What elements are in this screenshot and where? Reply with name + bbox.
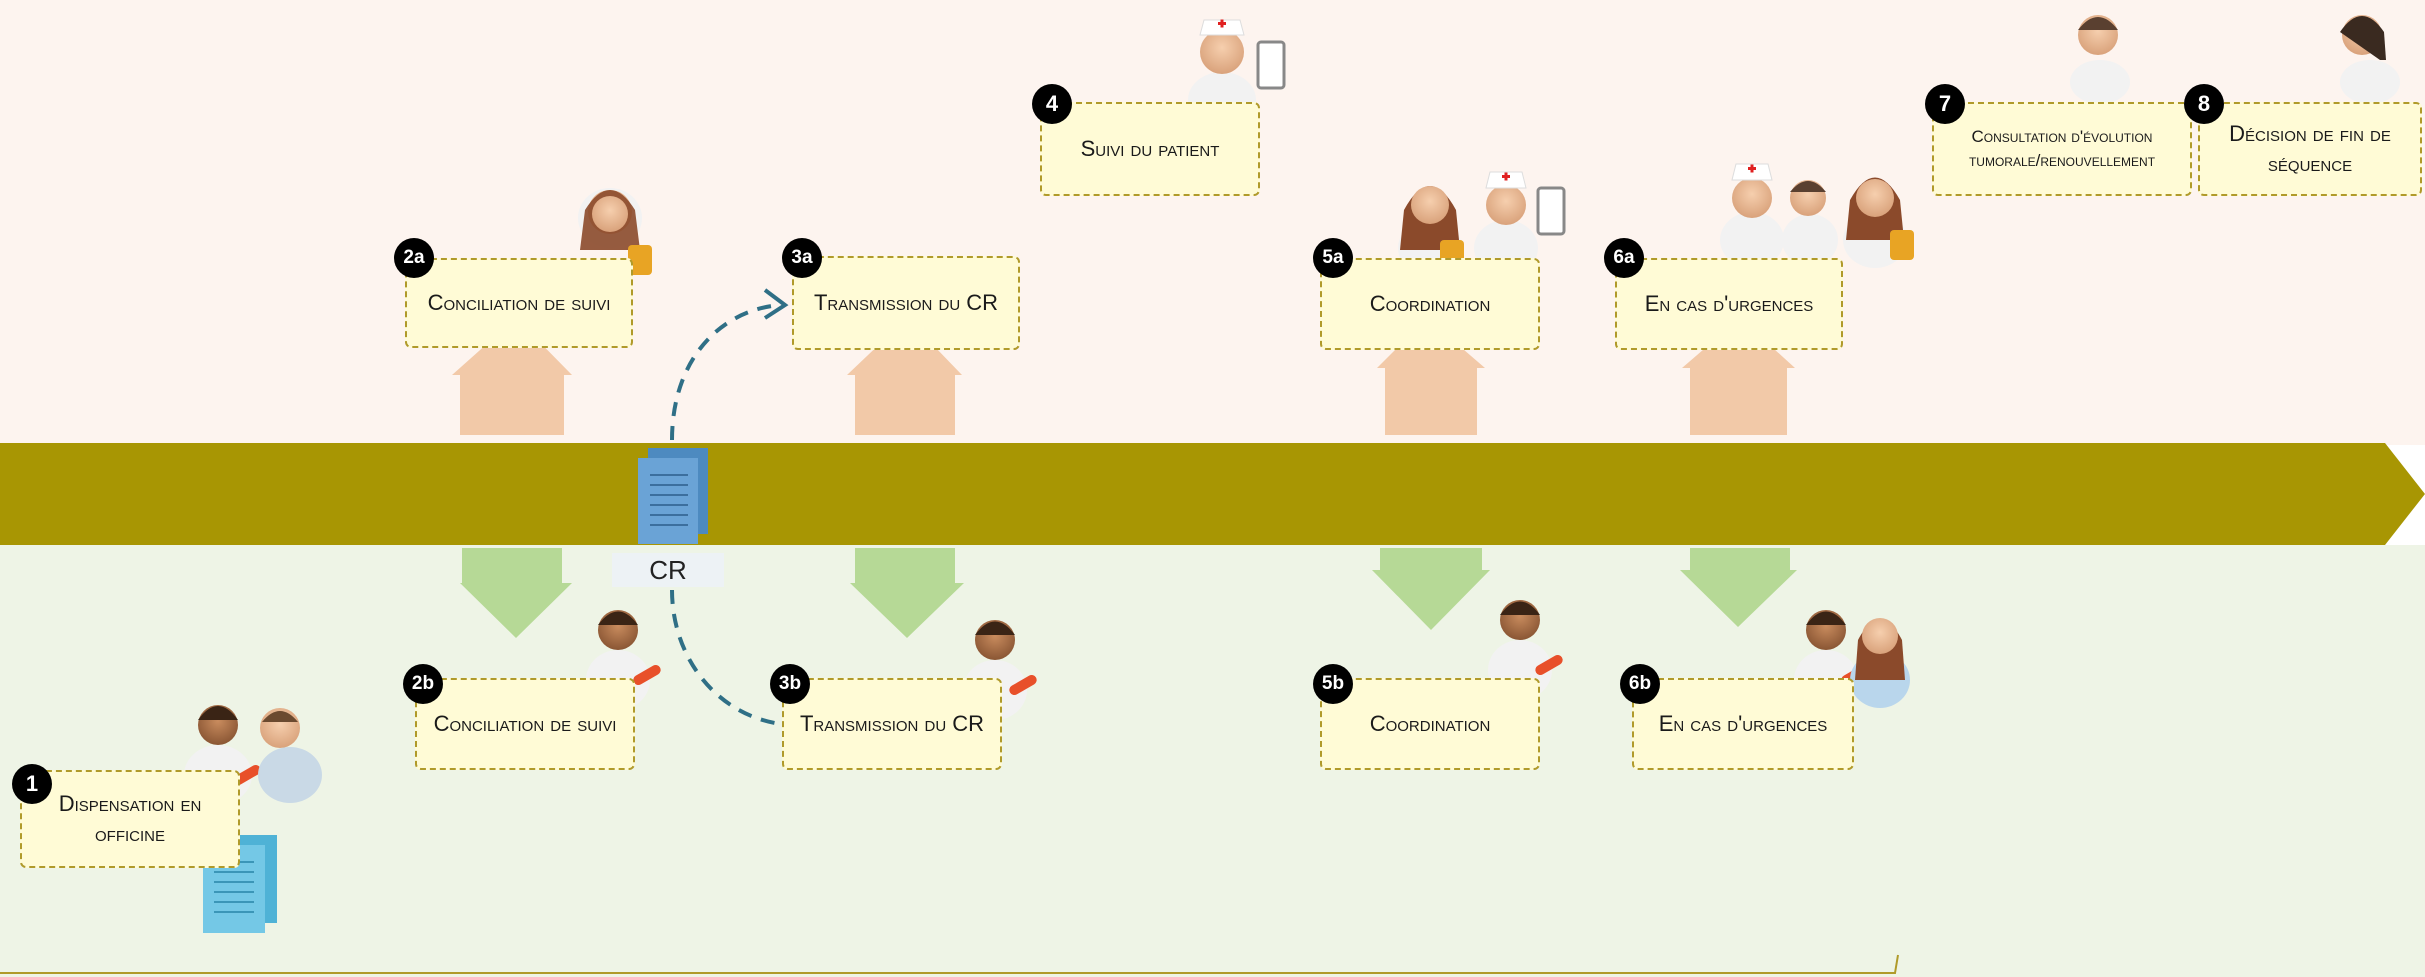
step-box-6a: En cas d'urgences (1615, 258, 1843, 350)
step-box-7: Consultation d'évolution tumorale/renouv… (1932, 102, 2192, 196)
step-badge-3b: 3b (770, 664, 810, 704)
step-badge-2a: 2a (394, 238, 434, 278)
doctor-icon (1782, 180, 1838, 266)
community-zone-background (0, 545, 2425, 977)
step-label-8: Décision de fin de séquence (2229, 121, 2391, 176)
step-badge-4: 4 (1032, 84, 1072, 124)
timeline-arrow (0, 443, 2425, 545)
step-label-7: Consultation d'évolution tumorale/renouv… (1968, 127, 2156, 170)
flow-up-path (670, 303, 781, 441)
step-badge-7: 7 (1925, 84, 1965, 124)
phone-icon (1536, 186, 1566, 236)
document-label: CR (612, 553, 724, 587)
step-badge-5b: 5b (1313, 664, 1353, 704)
doctor-icon (1850, 618, 1910, 708)
down-arrow-3b (850, 548, 964, 638)
step-box-3b: Transmission du CR (782, 678, 1002, 770)
step-label-5b: Coordination (1369, 711, 1491, 736)
phone-icon (1256, 40, 1286, 90)
step-label-6a: En cas d'urgences (1644, 291, 1814, 316)
step-badge-2b: 2b (403, 664, 443, 704)
step-label-3b: Transmission du CR (799, 711, 985, 736)
step-label-4: Suivi du patient (1080, 136, 1220, 161)
patient-icon (258, 708, 322, 803)
step-box-5b: Coordination (1320, 678, 1540, 770)
step-box-5a: Coordination (1320, 258, 1540, 350)
step-badge-1: 1 (12, 764, 52, 804)
step-label-3a: Transmission du CR (813, 290, 999, 315)
doctor-icon (2340, 15, 2400, 104)
step-box-2a: Conciliation de suivi (405, 258, 633, 348)
pharmacist-icon (1843, 177, 1914, 268)
step-box-8: Décision de fin de séquence (2198, 102, 2422, 196)
step-box-2b: Conciliation de suivi (415, 678, 635, 770)
down-arrow-6b (1680, 548, 1797, 627)
bottom-bracket (0, 954, 1899, 974)
step-badge-6b: 6b (1620, 664, 1660, 704)
step-label-2b: Conciliation de suivi (433, 711, 617, 736)
step-badge-8: 8 (2184, 84, 2224, 124)
step-label-6b: En cas d'urgences (1658, 711, 1828, 736)
step-label-2a: Conciliation de suivi (427, 290, 611, 315)
step-badge-5a: 5a (1313, 238, 1353, 278)
down-arrow-2b (460, 548, 572, 638)
step-badge-6a: 6a (1604, 238, 1644, 278)
step-label-5a: Coordination (1369, 291, 1491, 316)
document-icon (638, 448, 708, 544)
flow-down-path (670, 589, 791, 727)
nurse-icon (1720, 163, 1784, 268)
flow-up-arrowhead (763, 288, 789, 320)
step-label-1: Dispensation en officine (58, 791, 202, 846)
step-box-1: Dispensation en officine (20, 770, 240, 868)
pharmacist-icon (578, 188, 652, 275)
down-arrow-5b (1372, 548, 1490, 630)
step-box-4: Suivi du patient (1040, 102, 1260, 196)
step-box-6b: En cas d'urgences (1632, 678, 1854, 770)
doctor-icon (2070, 15, 2130, 104)
step-box-3a: Transmission du CR (792, 256, 1020, 350)
step-badge-3a: 3a (782, 238, 822, 278)
